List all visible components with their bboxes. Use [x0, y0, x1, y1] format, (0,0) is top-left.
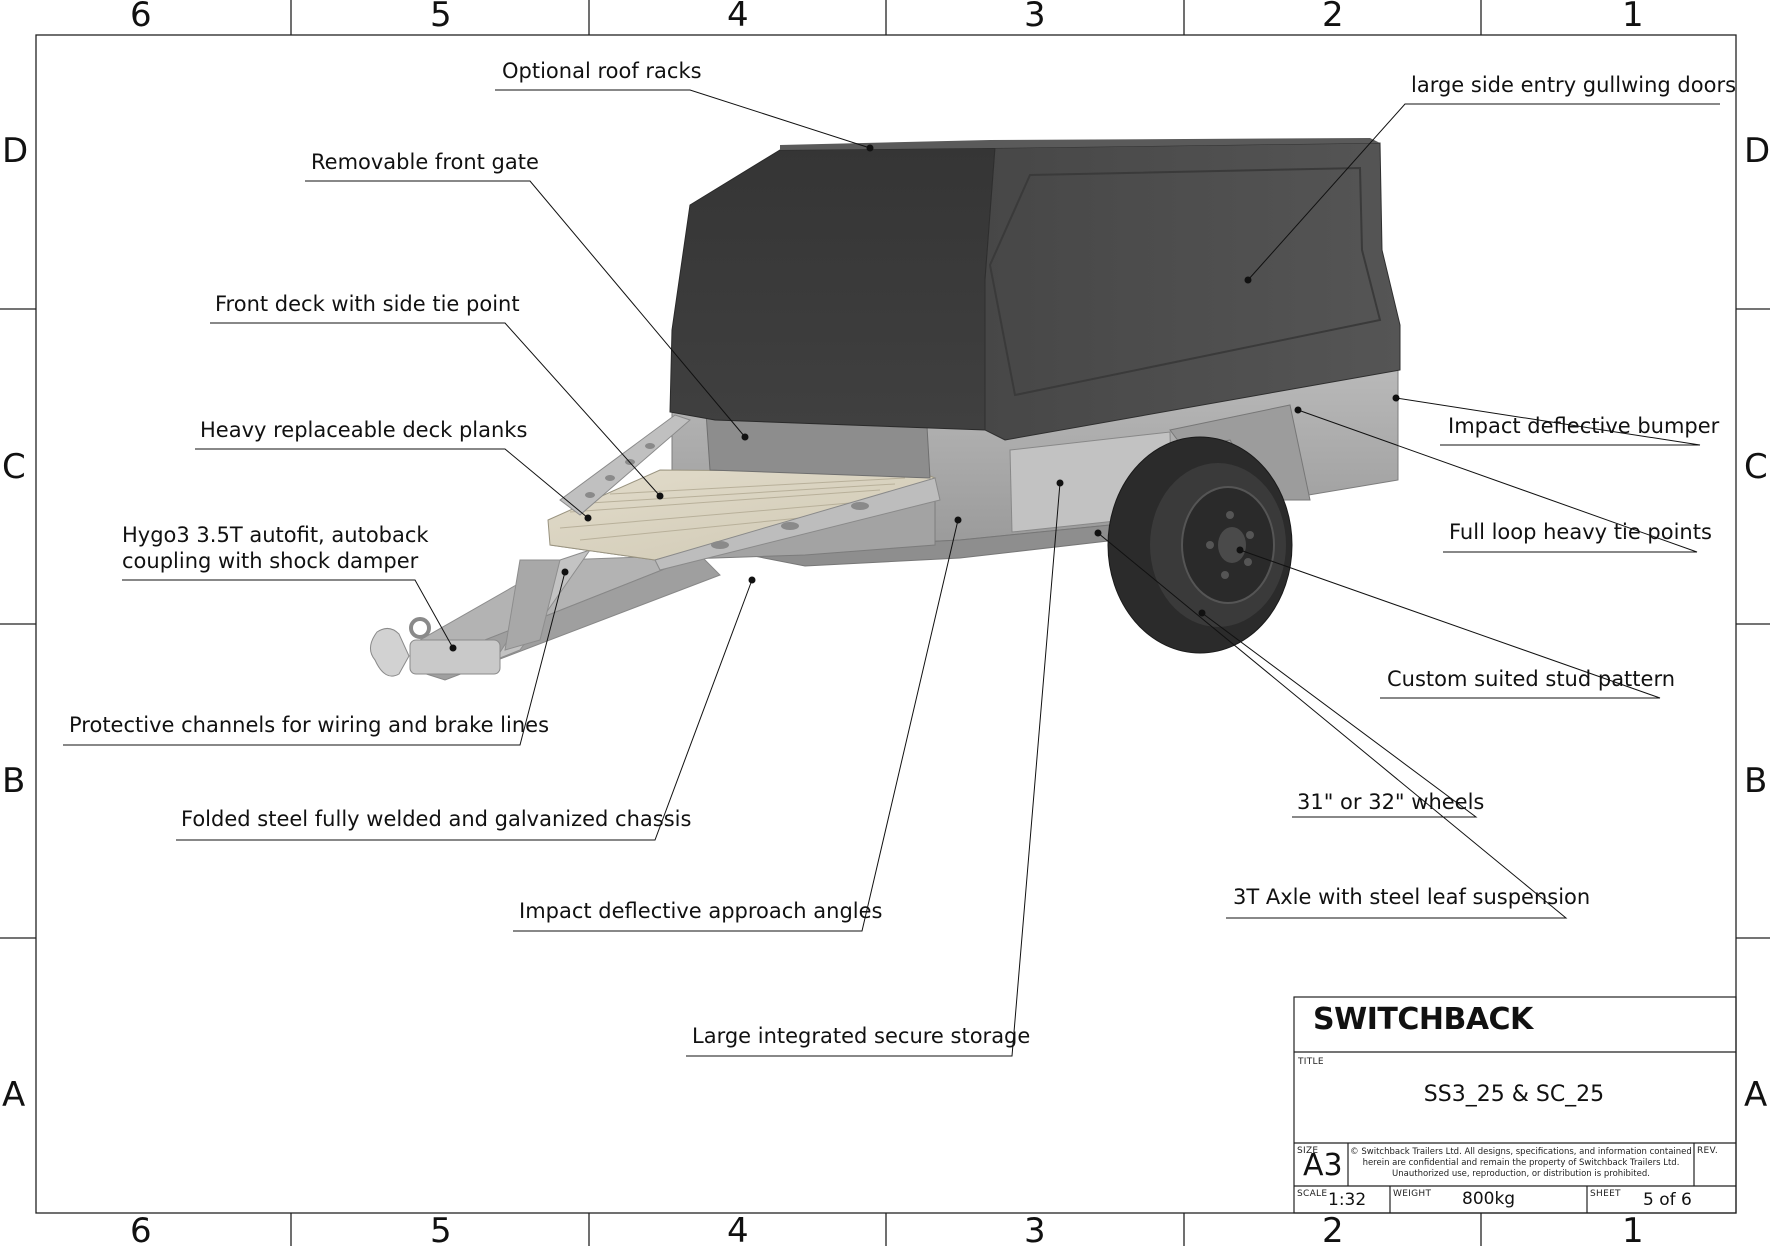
scale-label: SCALE [1297, 1189, 1328, 1199]
zone-row-B-right: B [1744, 761, 1768, 801]
callout-deck-planks: Heavy replaceable deck planks [200, 418, 528, 442]
leader-lines [63, 89, 1720, 1057]
canopy [669, 138, 1401, 441]
callout-coupling-line-2: coupling with shock damper [122, 549, 419, 573]
title-block-frame [1293, 996, 1737, 1214]
sheet-size: A3 [1303, 1148, 1343, 1183]
zone-col-1-bottom: 1 [1622, 1211, 1644, 1251]
callout-front-deck: Front deck with side tie point [215, 292, 520, 316]
callout-wheels: 31" or 32" wheels [1297, 790, 1485, 814]
callout-roof-racks: Optional roof racks [502, 59, 702, 83]
zone-row-D-right: D [1744, 131, 1770, 171]
callout-bumper: Impact deflective bumper [1448, 414, 1720, 438]
sheet-label: SHEET [1590, 1189, 1621, 1199]
scale-value: 1:32 [1328, 1190, 1367, 1210]
zone-row-B-left: B [2, 761, 26, 801]
zone-row-D-left: D [2, 131, 29, 171]
logo-text: SWITCHBACK [1313, 1002, 1533, 1037]
callout-approach: Impact deflective approach angles [519, 899, 883, 923]
zone-row-C-left: C [2, 447, 26, 487]
zone-col-6-top: 6 [130, 0, 152, 35]
weight-label: WEIGHT [1393, 1189, 1432, 1199]
zone-col-5-top: 5 [430, 0, 452, 35]
wheel [1107, 436, 1293, 654]
callout-coupling: Hygo3 3.5T autofit, autoback coupling wi… [122, 522, 429, 574]
callout-gullwing-doors: large side entry gullwing doors [1411, 73, 1737, 97]
zone-col-5-bottom: 5 [430, 1211, 452, 1251]
zone-col-4-top: 4 [727, 0, 749, 35]
size-label: SIZE [1297, 1146, 1319, 1156]
zone-col-2-bottom: 2 [1322, 1211, 1344, 1251]
weight-value: 800kg [1462, 1189, 1516, 1209]
leader-dots [449, 144, 1400, 652]
callout-storage: Large integrated secure storage [692, 1024, 1031, 1048]
callout-chassis: Folded steel fully welded and galvanized… [181, 807, 692, 831]
zone-col-6-bottom: 6 [130, 1211, 152, 1251]
rev-label: REV. [1697, 1146, 1718, 1156]
sheet-number: 5 of 6 [1643, 1190, 1692, 1210]
callout-coupling-line-1: Hygo3 3.5T autofit, autoback [122, 523, 429, 547]
callout-front-gate: Removable front gate [311, 150, 539, 174]
title-label: TITLE [1298, 1057, 1324, 1067]
callout-axle: 3T Axle with steel leaf suspension [1233, 885, 1591, 909]
zone-col-3-bottom: 3 [1024, 1211, 1046, 1251]
callout-channels: Protective channels for wiring and brake… [69, 713, 550, 737]
callout-tie-points: Full loop heavy tie points [1449, 520, 1712, 544]
drawing-title: SS3_25 & SC_25 [1423, 1082, 1605, 1107]
zone-row-A-right: A [1744, 1075, 1768, 1115]
zone-row-C-right: C [1744, 447, 1768, 487]
zone-col-1-top: 1 [1622, 0, 1644, 35]
zone-col-2-top: 2 [1322, 0, 1344, 35]
switchback-logo: SWITCHBACK [1313, 1002, 1533, 1037]
zone-row-A-left: A [2, 1075, 26, 1115]
trailer-illustration [370, 138, 1401, 681]
coupling [370, 617, 501, 677]
copyright-notice: © Switchback Trailers Ltd. All designs, … [1350, 1147, 1692, 1179]
zone-col-3-top: 3 [1024, 0, 1046, 35]
zone-col-4-bottom: 4 [727, 1211, 749, 1251]
callout-stud-pattern: Custom suited stud pattern [1387, 667, 1676, 691]
